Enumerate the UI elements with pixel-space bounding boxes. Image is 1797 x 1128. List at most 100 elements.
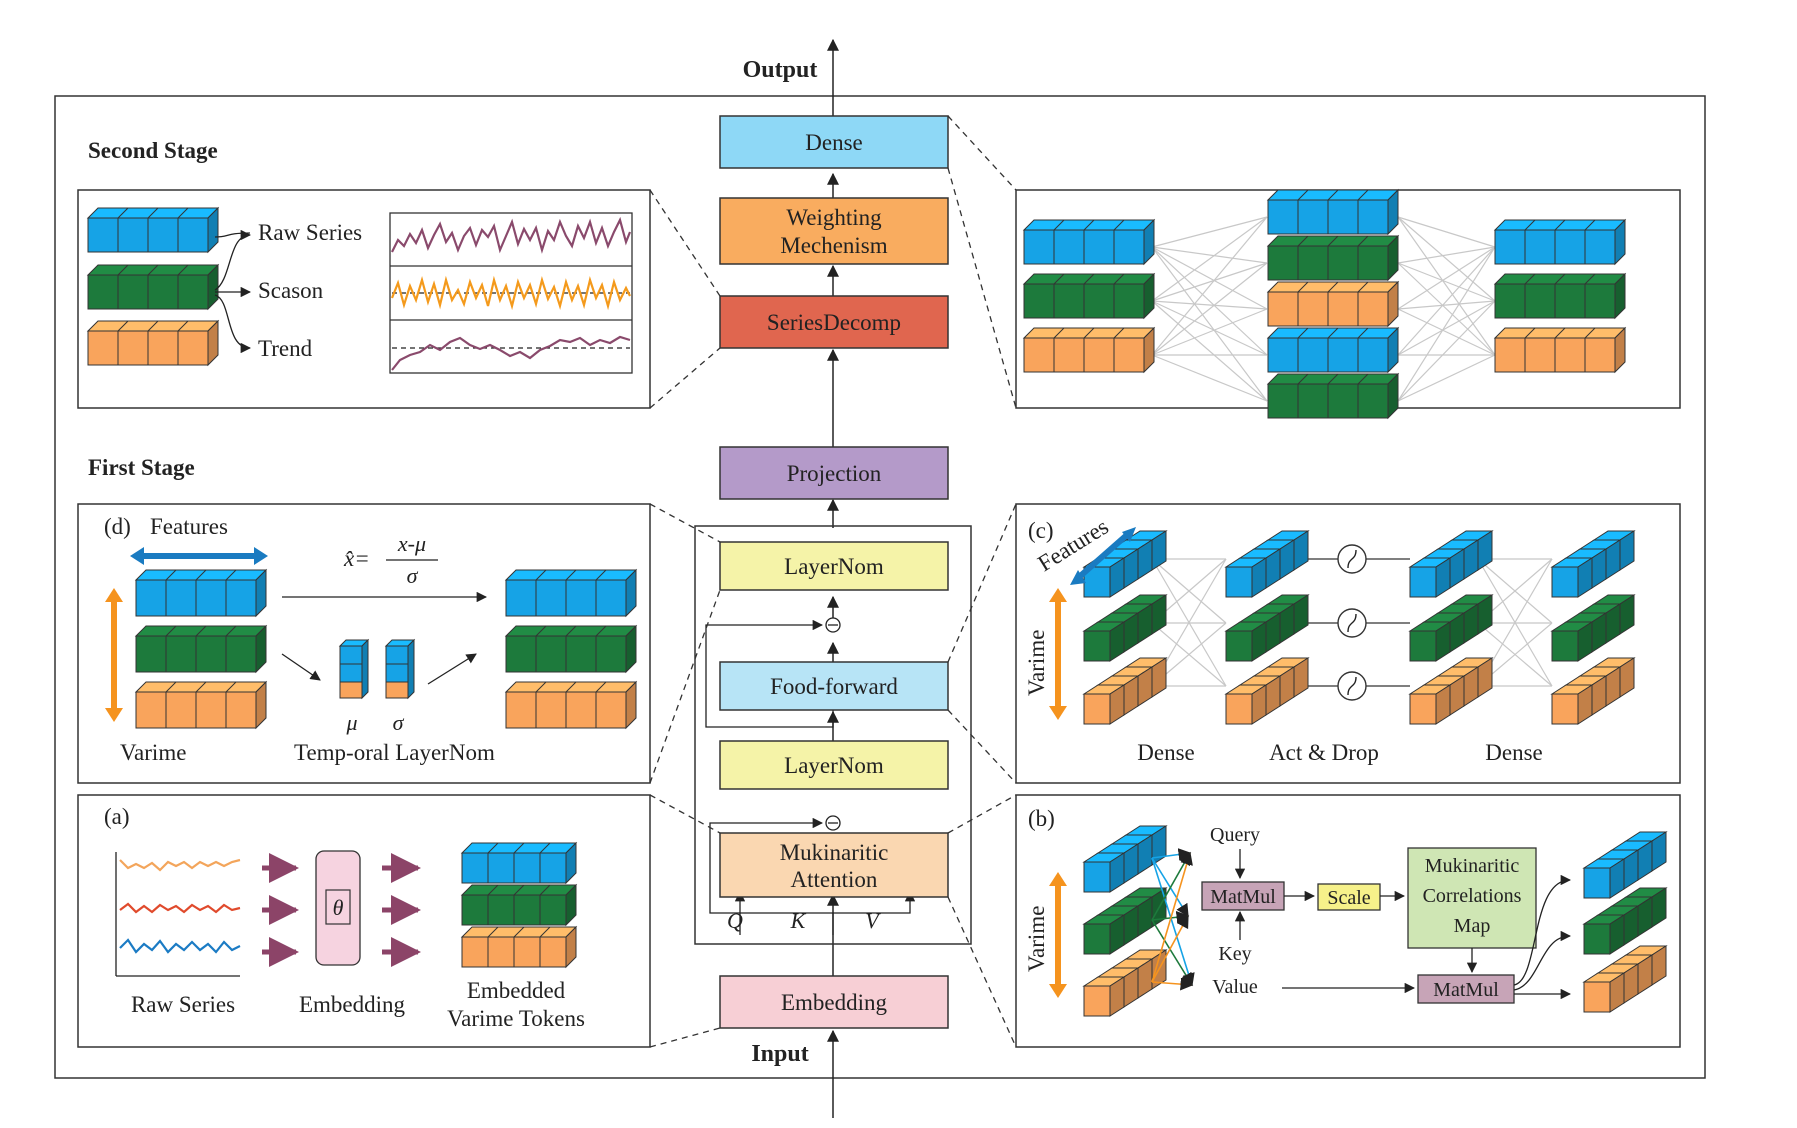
panel-b-value: Value xyxy=(1212,976,1258,998)
decomp-token-0 xyxy=(86,206,220,254)
panel-c-token-r0-c3 xyxy=(1550,530,1636,598)
input-label: Input xyxy=(751,1041,808,1067)
panel-a-blue-series xyxy=(119,938,241,954)
panel-a xyxy=(77,794,651,1048)
panel-d xyxy=(77,503,651,784)
panel-d-sigma: σ xyxy=(393,710,405,735)
weighting-left-token-0 xyxy=(1022,218,1156,266)
panel-b xyxy=(1015,794,1681,1048)
panel-d-mu-column xyxy=(338,638,370,700)
panel-c-token-r1-c1 xyxy=(1224,594,1310,662)
panel-a-token-1 xyxy=(460,883,578,927)
panel-c-token-r2-c0 xyxy=(1082,657,1168,725)
raw-series-line xyxy=(391,216,632,254)
panel-c-token-r1-c2 xyxy=(1408,594,1494,662)
weighting-mid-token-2 xyxy=(1266,280,1400,328)
decomp-season-label: Scason xyxy=(258,278,324,303)
panel-b-input-token-0 xyxy=(1082,825,1168,893)
dashed-connectors xyxy=(649,115,1017,1048)
panel-b-corr-1: Mukinaritic xyxy=(1425,855,1520,877)
embedding-block[interactable] xyxy=(719,975,949,1029)
panel-d-left-token-2 xyxy=(134,680,268,730)
panel-b-attn-arrow-2-0 xyxy=(1151,851,1193,983)
dense-block[interactable] xyxy=(719,115,949,169)
panel-a-theta: θ xyxy=(333,895,344,920)
panel-b-tag: (b) xyxy=(1028,806,1055,831)
panel-d-content: (d) Features x̂= x-μ σ μ σ Varime Temp-o… xyxy=(104,514,495,765)
panel-d-varime: Varime xyxy=(120,740,186,765)
panel-c-token-r1-c0 xyxy=(1082,594,1168,662)
panel-a-embedding-box xyxy=(315,850,361,966)
decomp-raw-label: Raw Series xyxy=(258,220,362,245)
panel-d-tag: (d) xyxy=(104,514,131,539)
panel-b-matmul-1 xyxy=(1201,881,1285,911)
panel-b-corr-2: Correlations xyxy=(1423,885,1522,907)
panel-c-activation-0 xyxy=(1337,544,1367,574)
panel-a-tokens-1: Embedded xyxy=(467,978,566,1003)
decomp-plot-frame xyxy=(389,212,633,374)
pipeline: Q K V Dense Weighting Mechenism SeriesDe… xyxy=(694,115,972,1029)
layernorm-bottom-label: LayerNom xyxy=(784,753,884,778)
feed-forward-block[interactable] xyxy=(719,661,949,711)
decomp-trend-label: Trend xyxy=(258,336,313,361)
panel-b-input-token-1 xyxy=(1082,887,1168,955)
panel-b-correlation-map xyxy=(1407,847,1537,949)
panel-b-attn-arrow-2-2 xyxy=(1151,977,1194,991)
weighting-block[interactable] xyxy=(719,197,949,265)
panel-b-output-token-1 xyxy=(1582,887,1668,955)
panel-c-activation-1 xyxy=(1337,608,1367,638)
series-decomp-label: SeriesDecomp xyxy=(767,310,901,335)
panel-c-dense-left: Dense xyxy=(1137,740,1194,765)
weighting-left-token-2 xyxy=(1022,326,1156,374)
panel-b-query: Query xyxy=(1210,824,1260,846)
weighting-label-1: Weighting xyxy=(786,205,882,230)
panel-d-features-label: Features xyxy=(150,514,228,539)
panel-b-matmul-2 xyxy=(1417,974,1515,1004)
projection-label: Projection xyxy=(787,461,882,486)
panel-b-matmul-1-label: MatMul xyxy=(1210,886,1276,908)
k-label: K xyxy=(790,908,807,933)
panel-b-attn-arrow-0-2 xyxy=(1151,857,1195,987)
projection-block[interactable] xyxy=(719,446,949,500)
panel-c-token-r2-c3 xyxy=(1550,657,1636,725)
q-label: Q xyxy=(727,908,743,933)
panel-d-right-token-2 xyxy=(504,680,638,730)
series-decomp-block[interactable] xyxy=(719,295,949,349)
layernorm-bottom-block[interactable] xyxy=(719,740,949,790)
decomp-token-2 xyxy=(86,319,220,367)
panel-d-temporal: Temp-oral LayerNom xyxy=(294,740,495,765)
weighting-right-token-0 xyxy=(1493,218,1627,266)
weighting-mid-token-4 xyxy=(1266,372,1400,420)
layernorm-top-block[interactable] xyxy=(719,541,949,591)
panel-c-act: Act & Drop xyxy=(1269,740,1379,765)
panel-d-sigma-column xyxy=(384,638,416,700)
panel-b-output-token-0 xyxy=(1582,831,1668,899)
panel-c xyxy=(1015,503,1681,784)
panel-b-scale-label: Scale xyxy=(1327,887,1370,909)
panel-b-matmul-2-label: MatMul xyxy=(1433,979,1499,1001)
token-layer xyxy=(86,188,1668,1017)
panel-d-formula-lhs: x̂= xyxy=(343,546,370,571)
weighting-mid-token-0 xyxy=(1266,188,1400,236)
panel-b-attn-arrow-2-1 xyxy=(1151,914,1189,983)
panel-a-content: (a) θ Raw Series Embedding Embedded Vari… xyxy=(104,804,585,1031)
feed-forward-label: Food-forward xyxy=(770,674,898,699)
panel-c-dense-right: Dense xyxy=(1485,740,1542,765)
decomp-panel-content: Raw Series Scason Trend xyxy=(214,212,633,374)
v-label: V xyxy=(865,908,881,933)
attention-label-1: Mukinaritic xyxy=(780,840,889,865)
panel-d-mu: μ xyxy=(345,710,357,735)
panel-d-left-token-0 xyxy=(134,568,268,618)
panel-b-attn-arrow-1-2 xyxy=(1151,919,1193,987)
panel-c-token-r2-c2 xyxy=(1408,657,1494,725)
panel-d-right-token-0 xyxy=(504,568,638,618)
decomp-token-1 xyxy=(86,263,220,311)
attention-block[interactable] xyxy=(719,832,949,898)
attention-label-2: Attention xyxy=(791,867,878,892)
panel-b-input-token-2 xyxy=(1082,949,1168,1017)
first-stage-label: First Stage xyxy=(88,455,195,480)
panel-a-orange-series xyxy=(119,858,241,872)
trend-series-line xyxy=(391,335,631,371)
layernorm-top-label: LayerNom xyxy=(784,554,884,579)
panel-c-varime: Varime xyxy=(1024,630,1049,696)
